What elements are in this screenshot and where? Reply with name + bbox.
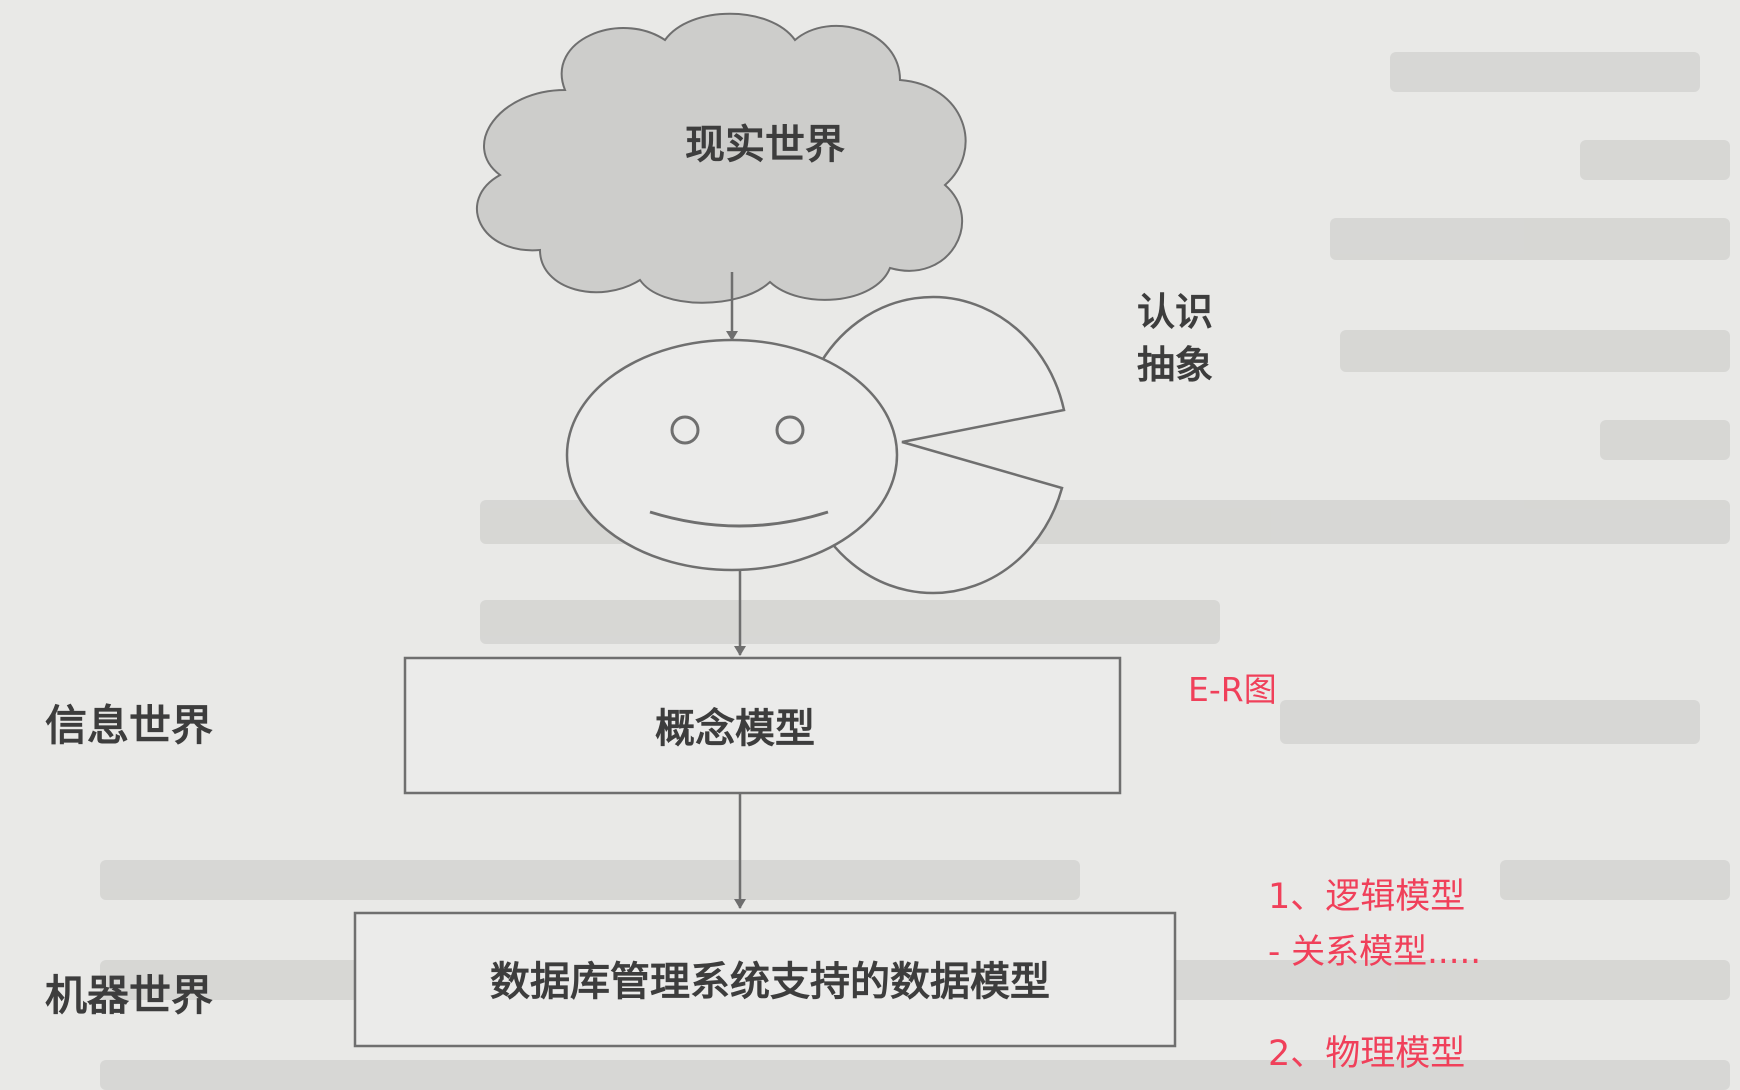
dbms-data-model-label: 数据库管理系统支持的数据模型 xyxy=(490,959,1050,1005)
cognition-label: 认识 xyxy=(1137,290,1213,334)
smiley-face xyxy=(565,338,899,572)
dbms-data-model-box: 数据库管理系统支持的数据模型 xyxy=(353,911,1177,1048)
real-world-cloud: 现实世界 xyxy=(475,12,967,304)
smile-mouth-icon xyxy=(649,510,829,528)
left-eye-icon xyxy=(670,415,700,445)
abstraction-label: 抽象 xyxy=(1137,343,1213,387)
relational-model-annotation: - 关系模型..... xyxy=(1268,932,1482,972)
machine-world-label: 机器世界 xyxy=(45,971,213,1020)
logical-model-annotation: 1、逻辑模型 xyxy=(1268,877,1466,917)
conceptual-model-box: 概念模型 xyxy=(403,656,1122,795)
conceptual-model-label: 概念模型 xyxy=(655,706,815,752)
er-diagram-annotation: E-R图 xyxy=(1188,670,1277,709)
physical-model-annotation: 2、物理模型 xyxy=(1268,1034,1466,1074)
right-eye-icon xyxy=(775,415,805,445)
real-world-label: 现实世界 xyxy=(685,122,845,168)
info-world-label: 信息世界 xyxy=(45,701,213,750)
